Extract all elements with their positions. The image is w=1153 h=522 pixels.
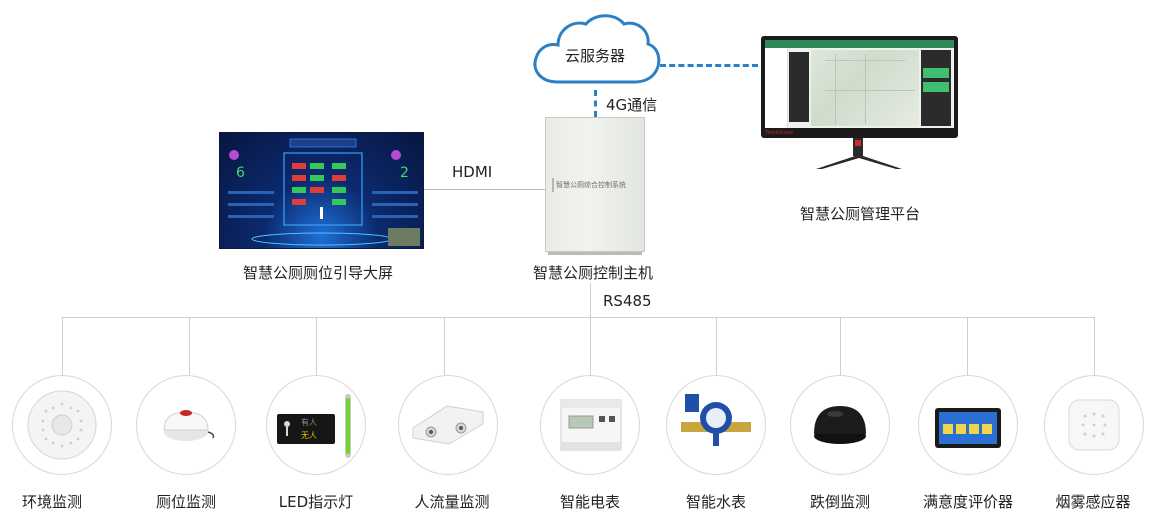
bus-drop [716, 317, 717, 375]
svg-text:无人: 无人 [301, 431, 317, 440]
cabinet-feet [548, 252, 642, 255]
environment-sensor-icon [27, 390, 97, 460]
bus-drop [316, 317, 317, 375]
svg-text:有人: 有人 [301, 417, 317, 427]
platform-label: 智慧公厕管理平台 [800, 205, 921, 223]
bus-drop [189, 317, 190, 375]
cabinet-panel-text: 智慧公厕综合控制系统 [556, 181, 626, 189]
cloud-icon [533, 14, 661, 84]
monitor-base [814, 154, 904, 169]
device-label: LED指示灯 [278, 493, 354, 511]
platform-screen [765, 40, 954, 128]
device-label: 环境监测 [21, 493, 82, 511]
led-indicator-icon: 有人 无人 [277, 394, 351, 458]
control-cabinet: 智慧公厕综合控制系统 [545, 117, 645, 252]
device-label: 满意度评价器 [922, 493, 1013, 511]
hdmi-link-label: HDMI [452, 163, 493, 181]
bus-trunk [590, 283, 591, 318]
bus-drop [62, 317, 63, 375]
monitor-stand-accent [855, 140, 861, 146]
bus-main-line [62, 317, 1095, 318]
device-rating [918, 375, 1018, 475]
device-water-meter [666, 375, 766, 475]
electric-meter-icon [560, 399, 622, 451]
cabinet-handle [552, 178, 554, 192]
stall-sensor-icon [163, 410, 215, 441]
device-electric-meter [540, 375, 640, 475]
bus-drop [967, 317, 968, 375]
device-label: 厕位监测 [155, 493, 216, 511]
bus-drop [840, 317, 841, 375]
cloud-server: 云服务器 [528, 8, 662, 90]
fall-detector-icon [814, 406, 866, 444]
svg-text:6: 6 [236, 165, 245, 181]
device-label: 烟雾感应器 [1055, 493, 1131, 511]
device-fall-detector [790, 375, 890, 475]
controller-label: 智慧公厕控制主机 [533, 264, 654, 282]
bus-label: RS485 [603, 292, 652, 310]
device-environment [12, 375, 112, 475]
guide-screen-label: 智慧公厕厕位引导大屏 [243, 264, 394, 282]
guide-screen-display: 6 2 [219, 132, 424, 249]
device-label: 智能电表 [559, 493, 620, 511]
bus-drop [590, 317, 591, 375]
platform-monitor: ThinkVision [761, 36, 958, 138]
device-smoke-detector [1044, 375, 1144, 475]
cloud-label: 云服务器 [564, 47, 625, 65]
smoke-detector-icon [1068, 399, 1120, 451]
water-meter-icon [681, 394, 751, 446]
svg-text:2: 2 [400, 165, 409, 181]
cellular-link-label: 4G通信 [606, 96, 658, 114]
monitor-stand [853, 138, 863, 156]
device-label: 跌倒监测 [809, 493, 870, 511]
cloud-controller-link [594, 90, 597, 117]
bus-drop [444, 317, 445, 375]
people-counter-icon [412, 405, 484, 445]
device-people-counter [398, 375, 498, 475]
bus-drop [1094, 317, 1095, 375]
rating-device-icon [935, 408, 1001, 448]
device-led: 有人 无人 [266, 375, 366, 475]
cloud-platform-link [660, 64, 758, 67]
guide-screen-graphic: 6 2 [228, 138, 420, 246]
hdmi-link [424, 189, 545, 190]
device-label: 人流量监测 [414, 493, 490, 511]
device-stall [136, 375, 236, 475]
device-label: 智能水表 [685, 493, 746, 511]
